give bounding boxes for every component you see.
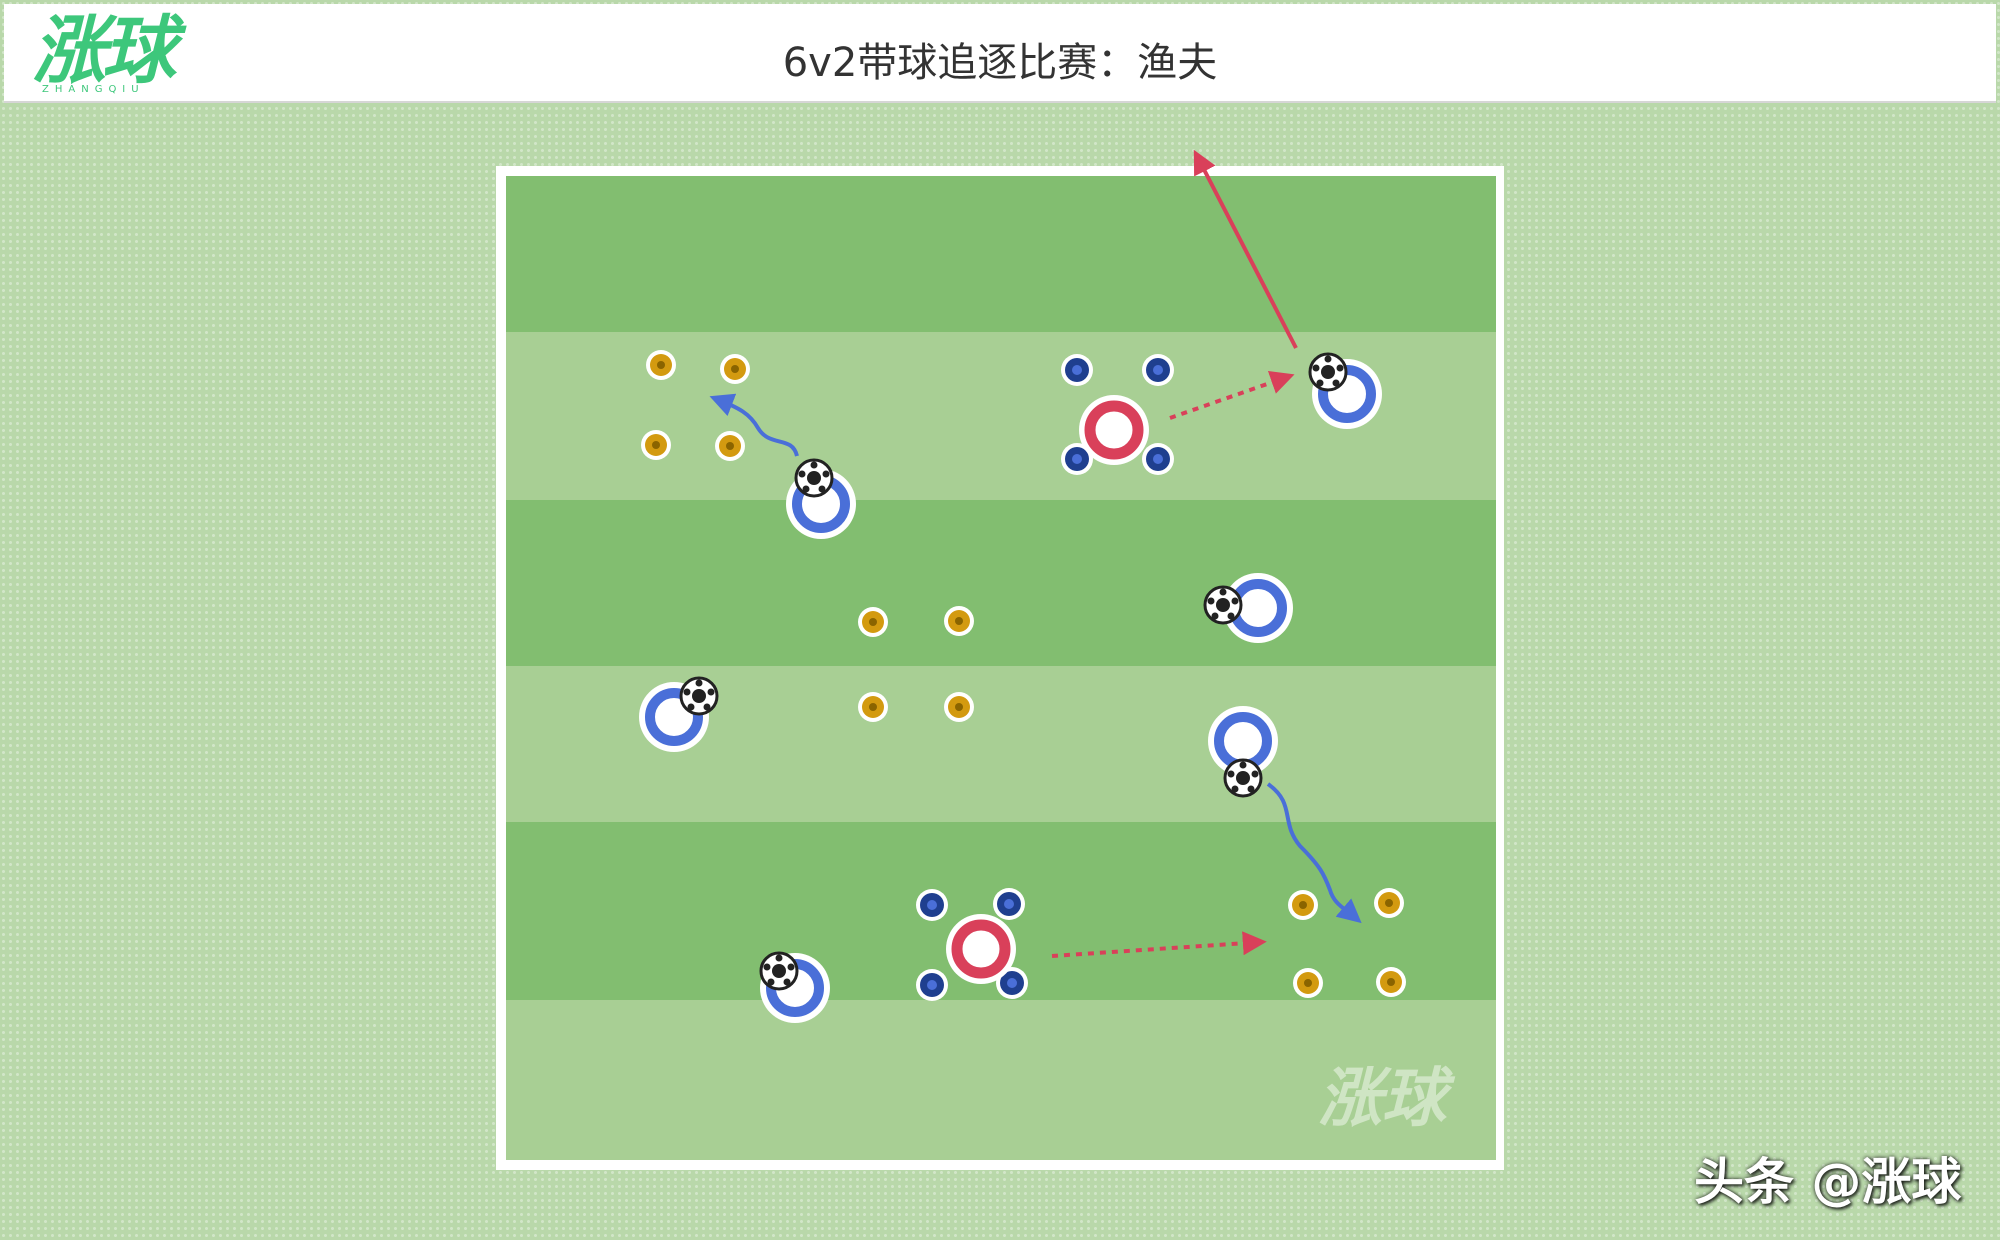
header-bar: 涨球 ZHANGQIU 6v2带球追逐比赛：渔夫 xyxy=(4,4,1996,103)
soccer-ball-icon xyxy=(794,458,834,498)
chaser-player xyxy=(1079,395,1149,465)
footer-credit: 头条 @涨球 xyxy=(1694,1153,1962,1211)
cone-icon xyxy=(944,692,974,722)
disc-marker-icon xyxy=(993,888,1025,920)
page-title: 6v2带球追逐比赛：渔夫 xyxy=(782,40,1218,86)
watermark-logo: 涨球 xyxy=(1318,1062,1456,1136)
cone-icon xyxy=(1376,967,1406,997)
soccer-ball-icon xyxy=(1203,585,1243,625)
brand-logo-subtext: ZHANGQIU xyxy=(42,84,145,95)
disc-marker-icon xyxy=(1061,354,1093,386)
brand-logo: 涨球 xyxy=(32,8,176,94)
cone-icon xyxy=(858,692,888,722)
disc-marker-icon xyxy=(1142,443,1174,475)
cone-icon xyxy=(944,606,974,636)
soccer-ball-icon xyxy=(1223,758,1263,798)
disc-marker-icon xyxy=(916,969,948,1001)
pitch-stripe xyxy=(506,1000,1496,1160)
disc-marker-icon xyxy=(1061,443,1093,475)
dribble-arrow xyxy=(709,393,799,457)
cone-icon xyxy=(1374,888,1404,918)
disc-marker-icon xyxy=(916,889,948,921)
cone-icon xyxy=(720,354,750,384)
cone-icon xyxy=(858,607,888,637)
soccer-ball-icon xyxy=(679,676,719,716)
run-arrow xyxy=(1193,149,1298,349)
dribble-arrow xyxy=(1266,782,1362,924)
soccer-ball-icon xyxy=(1308,352,1348,392)
cone-icon xyxy=(646,350,676,380)
chase-arrow xyxy=(1169,371,1295,420)
cone-icon xyxy=(1293,968,1323,998)
soccer-ball-icon xyxy=(759,951,799,991)
chaser-player xyxy=(946,914,1016,984)
cone-group xyxy=(641,350,1406,998)
pitch-stripe xyxy=(506,176,1496,332)
cone-icon xyxy=(641,430,671,460)
disc-marker-icon xyxy=(1142,354,1174,386)
cone-icon xyxy=(715,431,745,461)
pitch-stripe xyxy=(506,500,1496,666)
cone-icon xyxy=(1288,890,1318,920)
